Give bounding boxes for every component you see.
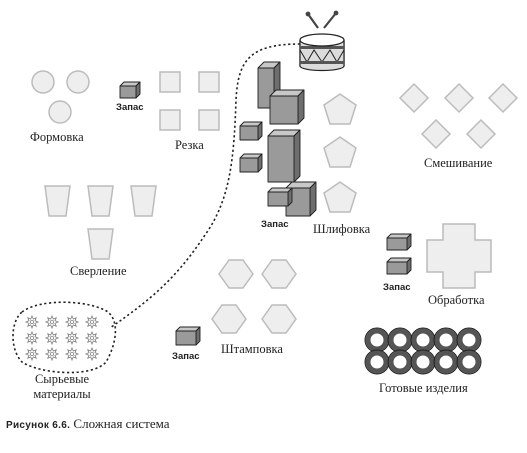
square-icon (159, 109, 181, 131)
box-icon (239, 121, 263, 141)
pentagon-icon (323, 181, 357, 213)
ring-icon (433, 349, 459, 375)
star-icon (64, 330, 80, 346)
cross-icon (426, 223, 492, 289)
figure-caption-text: Сложная система (73, 416, 170, 431)
figure-caption: Рисунок 6.6. Сложная система (6, 416, 170, 432)
inventory-cubes (119, 61, 412, 346)
box-icon (386, 233, 412, 251)
box-icon (175, 326, 201, 346)
star-icon (44, 330, 60, 346)
star-icon (44, 314, 60, 330)
star-icon (24, 330, 40, 346)
figure-number: Рисунок 6.6. (6, 420, 71, 431)
star-icon (24, 314, 40, 330)
star-icon (84, 330, 100, 346)
stock-label-3: Запас (383, 282, 411, 293)
pentagon-icon (323, 136, 357, 168)
stock-label-4: Запас (172, 351, 200, 362)
star-icon (64, 314, 80, 330)
ring-icon (364, 327, 390, 353)
molding-station (31, 70, 90, 124)
hexagon-icon (218, 259, 254, 289)
molding-label: Формовка (30, 130, 84, 144)
hexagon-icon (261, 304, 297, 334)
diamond-icon (398, 82, 430, 114)
ring-icon (456, 327, 482, 353)
diamond-icon (420, 118, 452, 150)
ring-icon (387, 349, 413, 375)
processing-label: Обработка (428, 293, 485, 307)
raw-materials-label-line1: Сырьевые (34, 372, 90, 386)
star-icon (44, 346, 60, 362)
mixing-label: Смешивание (424, 156, 493, 170)
box-icon (386, 257, 412, 275)
finished-goods-label: Готовые изделия (379, 381, 468, 395)
drilling-label: Сверление (70, 264, 127, 278)
raw-materials (12, 301, 117, 374)
drilling-station (44, 185, 157, 260)
finished-goods (364, 327, 482, 375)
cup-icon (130, 185, 157, 217)
diamond-icon (465, 118, 497, 150)
grinding-label: Шлифовка (313, 222, 371, 236)
ring-icon (410, 327, 436, 353)
circle-icon (31, 70, 55, 94)
square-icon (198, 71, 220, 93)
hexagon-icon (211, 304, 247, 334)
box-icon (267, 187, 293, 207)
square-icon (159, 71, 181, 93)
box-icon (267, 129, 301, 183)
ring-icon (433, 327, 459, 353)
circle-icon (48, 100, 72, 124)
raw-materials-label-line2: материалы (33, 387, 91, 401)
cutting-station (159, 71, 220, 131)
circle-icon (66, 70, 90, 94)
square-icon (198, 109, 220, 131)
grinding-pentagons (323, 93, 357, 213)
cup-icon (44, 185, 71, 217)
box-icon (119, 81, 141, 99)
diamond-icon (443, 82, 475, 114)
star-icon (84, 346, 100, 362)
ring-icon (456, 349, 482, 375)
stamping-station (211, 259, 297, 334)
cup-icon (87, 228, 114, 260)
drum-icon (299, 10, 345, 72)
mixing-station (398, 82, 519, 150)
diamond-icon (487, 82, 519, 114)
ring-icon (387, 327, 413, 353)
pentagon-icon (323, 93, 357, 125)
stock-label-2: Запас (261, 219, 289, 230)
ring-icon (410, 349, 436, 375)
cutting-label: Резка (175, 138, 204, 152)
ring-icon (364, 349, 390, 375)
star-icon (64, 346, 80, 362)
box-icon (239, 153, 263, 173)
box-icon (285, 181, 317, 217)
box-icon (269, 89, 305, 125)
stock-label-1: Запас (116, 102, 144, 113)
stamping-label: Штамповка (221, 342, 283, 356)
hexagon-icon (261, 259, 297, 289)
star-icon (84, 314, 100, 330)
raw-materials-label: Сырьевые материалы (27, 372, 97, 402)
cup-icon (87, 185, 114, 217)
star-icon (24, 346, 40, 362)
raw-materials-boundary (12, 301, 117, 374)
